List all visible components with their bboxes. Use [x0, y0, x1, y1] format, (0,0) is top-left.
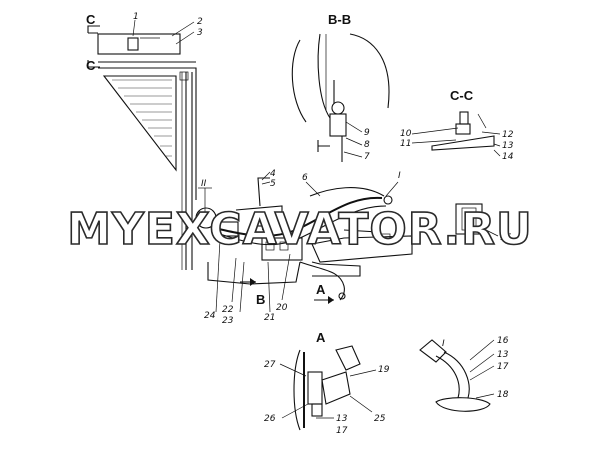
callout-1: 1 [133, 12, 139, 22]
callout-17-a: 17 [336, 426, 348, 436]
callout-19: 19 [378, 365, 390, 375]
reservoir [261, 237, 303, 261]
section-c-top-marker [87, 25, 100, 34]
callout-21: 21 [264, 313, 275, 323]
callout-8: 8 [364, 140, 370, 150]
lower-frame [311, 235, 413, 263]
roman-ii-label: II [201, 179, 207, 189]
window-profile [291, 39, 307, 123]
callout-16: 16 [497, 336, 509, 346]
mount-plate [293, 349, 301, 431]
washer-assembly-view: II 4 5 B 6 I [195, 169, 512, 326]
section-b-b-view: B-B 9 8 7 [291, 12, 390, 162]
detail-hose [435, 355, 460, 399]
callout-22: 22 [222, 305, 234, 315]
valve-a [321, 371, 351, 405]
callout-6: 6 [302, 173, 308, 183]
callout-2: 2 [197, 17, 203, 27]
section-b-upper-label: B [254, 210, 263, 225]
section-c-c-view: C-C 10 11 12 13 14 [400, 88, 514, 162]
section-c-c-title: C-C [450, 88, 474, 103]
roman-i-detail: I [442, 339, 445, 349]
callout-23: 23 [222, 316, 234, 326]
hose-main [213, 196, 383, 237]
arrow-b-label: B [256, 292, 265, 307]
callout-3: 3 [197, 28, 203, 38]
pump-body [195, 207, 217, 229]
callout-13-i: 13 [497, 350, 509, 360]
callout-7: 7 [364, 152, 370, 162]
callout-10: 10 [400, 129, 412, 139]
callout-24: 24 [204, 311, 216, 321]
callout-9: 9 [364, 128, 370, 138]
callout-27: 27 [264, 360, 276, 370]
section-c-top-label: C [86, 12, 96, 27]
nozzle-15 [455, 203, 483, 235]
detail-nozzle-tip [419, 339, 447, 363]
detail-i-view: I 16 13 17 18 [419, 336, 509, 412]
view-a: A 27 26 19 25 13 17 [264, 330, 390, 436]
callout-18: 18 [497, 390, 509, 400]
callout-13-cc: 13 [502, 141, 514, 151]
callout-26: 26 [264, 414, 276, 424]
cab-pillar [180, 67, 197, 200]
cab-frame-view: C C 1 2 3 [86, 12, 203, 270]
detail-base [435, 397, 491, 412]
callout-4: 4 [270, 169, 276, 179]
callout-25: 25 [374, 414, 386, 424]
callout-12: 12 [502, 130, 514, 140]
section-c-bottom-label: C [86, 58, 96, 73]
callout-11: 11 [400, 139, 411, 149]
nozzle [317, 140, 330, 152]
clamp-ring [331, 101, 345, 115]
roman-i-main: I [398, 171, 401, 181]
callout-14: 14 [502, 152, 514, 162]
callout-5: 5 [270, 179, 276, 189]
gusset [102, 75, 177, 172]
section-b-b-title: B-B [328, 12, 351, 27]
arrow-a-label: A [316, 282, 326, 297]
callout-13-a: 13 [336, 414, 348, 424]
callout-20: 20 [276, 303, 288, 313]
section-c-bottom-marker [87, 60, 100, 68]
callout-17: 17 [497, 362, 509, 372]
watermark: MYEXCAVATOR.RU [67, 204, 533, 255]
callout-15: 15 [500, 233, 512, 243]
cc-profile [431, 135, 495, 151]
top-rail [97, 33, 181, 55]
bracket-1 [127, 37, 139, 51]
valve-body [329, 113, 347, 137]
view-a-title: A [316, 330, 326, 345]
